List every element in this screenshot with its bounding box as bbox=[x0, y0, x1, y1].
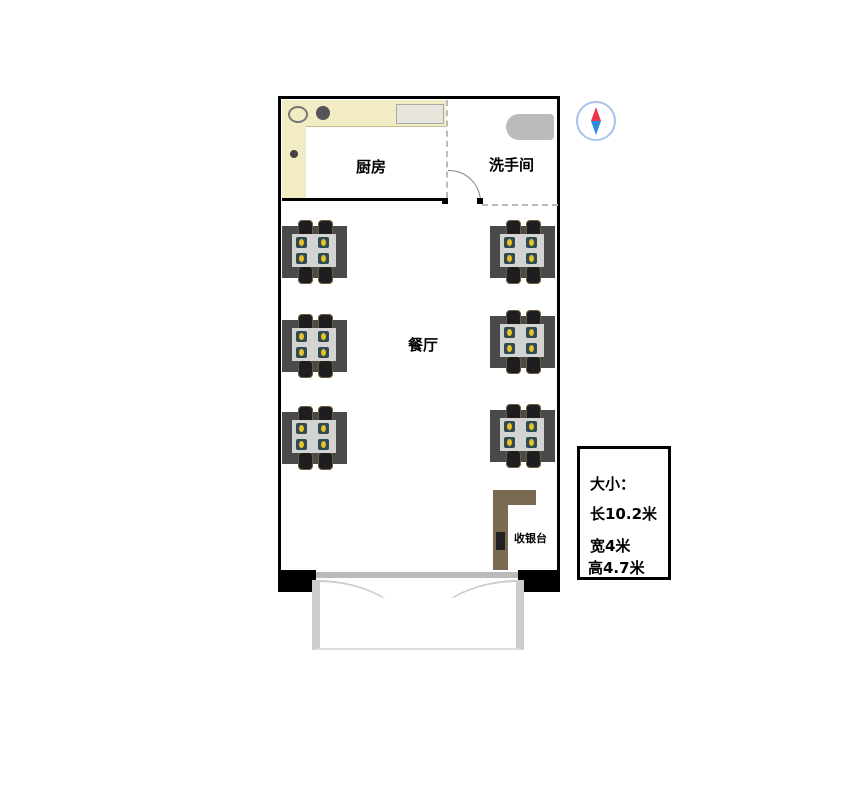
room-label-kitchen: 厨房 bbox=[356, 158, 387, 176]
chair-icon bbox=[526, 356, 541, 374]
table-top bbox=[292, 420, 336, 453]
entrance-wall-left bbox=[278, 570, 316, 592]
room-label-washroom: 洗手间 bbox=[489, 156, 535, 174]
place-setting-icon bbox=[504, 437, 515, 448]
chair-icon bbox=[318, 360, 333, 378]
place-setting-icon bbox=[526, 237, 537, 248]
stove-icon bbox=[288, 106, 308, 123]
place-setting-icon bbox=[318, 439, 329, 450]
dining-table-set bbox=[490, 404, 555, 468]
appliance-icon bbox=[290, 150, 298, 158]
register-icon bbox=[496, 532, 505, 550]
room-label-dining: 餐厅 bbox=[408, 336, 439, 354]
dining-table-set bbox=[282, 314, 347, 378]
place-setting-icon bbox=[318, 423, 329, 434]
chair-icon bbox=[298, 452, 313, 470]
chair-icon bbox=[506, 356, 521, 374]
table-top bbox=[292, 328, 336, 361]
door-post bbox=[477, 198, 483, 204]
chair-icon bbox=[318, 266, 333, 284]
dimension-width: 宽4米 bbox=[590, 537, 631, 555]
burner-icon bbox=[316, 106, 330, 120]
table-top bbox=[500, 234, 544, 267]
sink-icon bbox=[396, 104, 444, 124]
entrance-threshold bbox=[316, 572, 518, 578]
kitchen-side-counter bbox=[282, 126, 306, 198]
dining-table-set bbox=[282, 406, 347, 470]
place-setting-icon bbox=[526, 421, 537, 432]
floor-plan-outline bbox=[278, 96, 560, 589]
place-setting-icon bbox=[296, 237, 307, 248]
chair-icon bbox=[526, 266, 541, 284]
place-setting-icon bbox=[504, 343, 515, 354]
place-setting-icon bbox=[296, 347, 307, 358]
chair-icon bbox=[298, 266, 313, 284]
dimension-length: 长10.2米 bbox=[590, 505, 658, 523]
dining-table-set bbox=[490, 310, 555, 374]
cashier-counter bbox=[493, 490, 508, 570]
cashier-counter-top bbox=[493, 490, 536, 505]
partition-dashed-h bbox=[482, 204, 558, 206]
table-top bbox=[500, 418, 544, 451]
table-top bbox=[292, 234, 336, 267]
place-setting-icon bbox=[296, 423, 307, 434]
partition-dashed bbox=[446, 100, 448, 198]
entrance-door-right[interactable] bbox=[418, 580, 524, 650]
entrance-wall-right bbox=[518, 570, 560, 592]
place-setting-icon bbox=[296, 253, 307, 264]
dimension-height: 高4.7米 bbox=[588, 559, 645, 577]
chair-icon bbox=[506, 450, 521, 468]
place-setting-icon bbox=[296, 439, 307, 450]
chair-icon bbox=[298, 360, 313, 378]
place-setting-icon bbox=[504, 327, 515, 338]
table-top bbox=[500, 324, 544, 357]
door-post bbox=[442, 198, 448, 204]
dimensions-box: 大小： 长10.2米 宽4米 高4.7米 bbox=[577, 446, 671, 580]
place-setting-icon bbox=[318, 347, 329, 358]
toilet-icon bbox=[506, 114, 554, 140]
place-setting-icon bbox=[504, 421, 515, 432]
chair-icon bbox=[526, 450, 541, 468]
room-label-cashier: 收银台 bbox=[514, 532, 547, 545]
entrance-door-left[interactable] bbox=[312, 580, 418, 650]
place-setting-icon bbox=[318, 331, 329, 342]
dining-table-set bbox=[490, 220, 555, 284]
dining-table-set bbox=[282, 220, 347, 284]
place-setting-icon bbox=[318, 253, 329, 264]
chair-icon bbox=[318, 452, 333, 470]
place-setting-icon bbox=[504, 237, 515, 248]
place-setting-icon bbox=[526, 253, 537, 264]
kitchen-wall bbox=[282, 198, 446, 201]
dimensions-title: 大小： bbox=[590, 475, 636, 493]
place-setting-icon bbox=[526, 343, 537, 354]
place-setting-icon bbox=[526, 327, 537, 338]
place-setting-icon bbox=[318, 237, 329, 248]
place-setting-icon bbox=[526, 437, 537, 448]
place-setting-icon bbox=[296, 331, 307, 342]
compass-icon bbox=[576, 101, 616, 141]
place-setting-icon bbox=[504, 253, 515, 264]
chair-icon bbox=[506, 266, 521, 284]
